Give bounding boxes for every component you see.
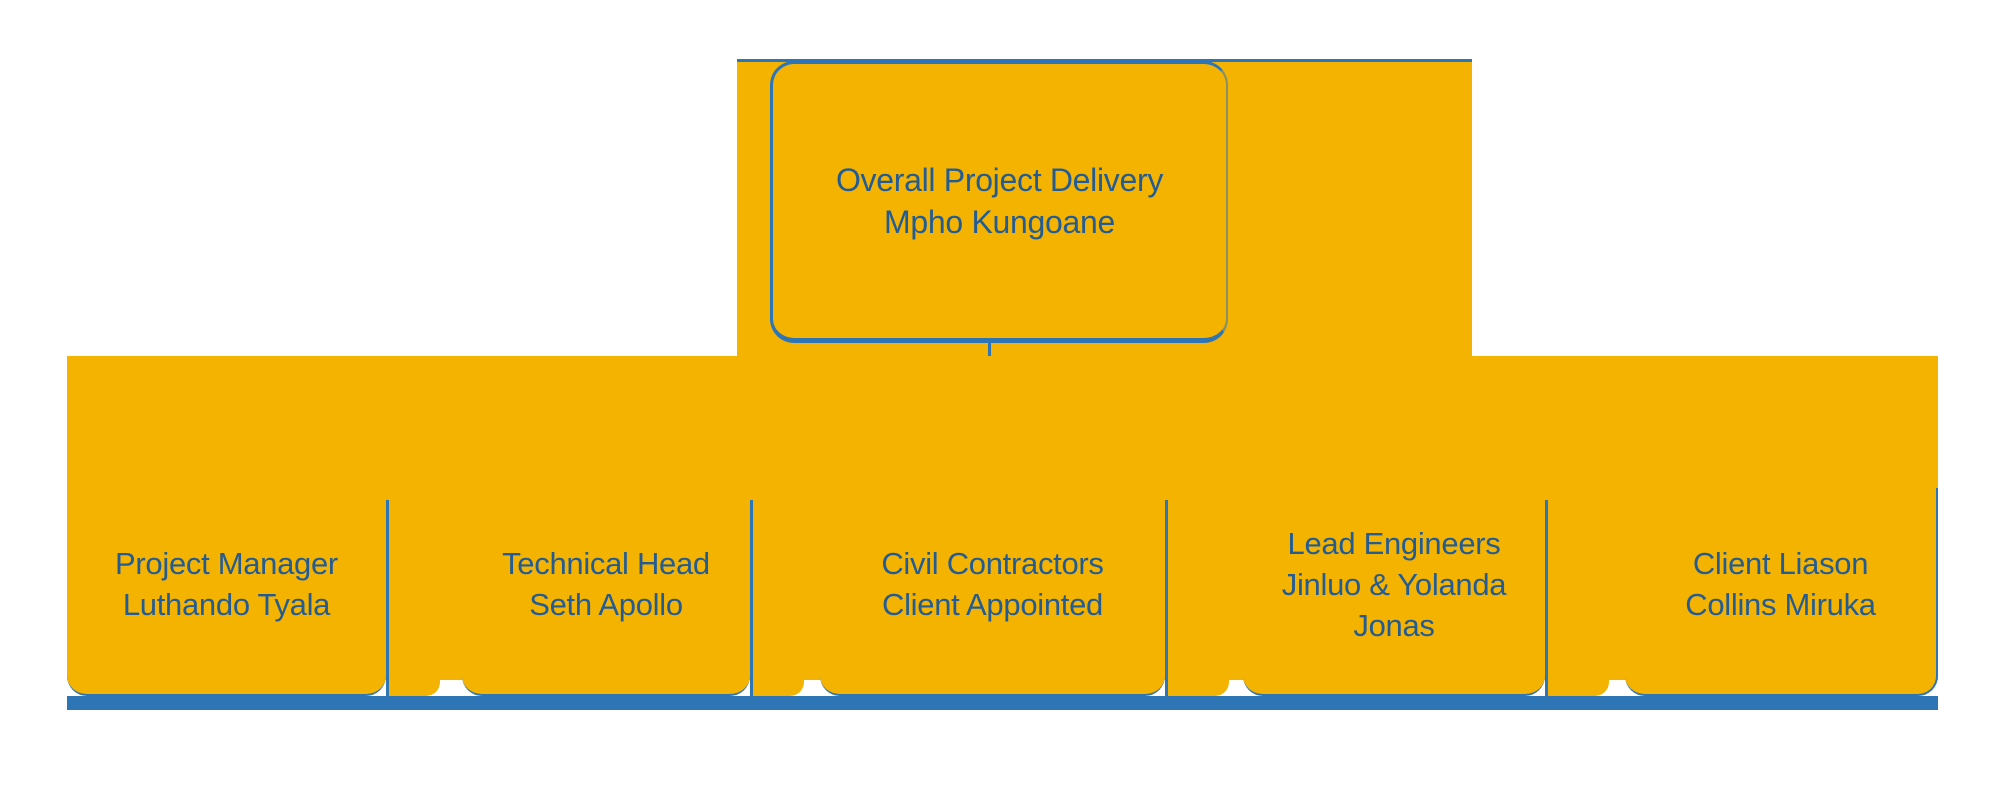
divider-tab-3 <box>1165 500 1229 696</box>
node-text: Civil Contractors Client Appointed <box>881 543 1104 625</box>
org-node-lead-engineers[interactable]: Lead Engineers Jinluo & Yolanda Jonas <box>1243 488 1545 696</box>
org-node-project-manager[interactable]: Project Manager Luthando Tyala <box>67 488 386 696</box>
divider-tab-1 <box>386 500 440 696</box>
node-text: Technical Head Seth Apollo <box>502 543 710 625</box>
person-label: Luthando Tyala <box>122 587 331 622</box>
person-label: Client Appointed <box>882 587 1103 622</box>
org-node-technical-head[interactable]: Technical Head Seth Apollo <box>462 488 750 696</box>
role-label: Project Manager <box>115 546 338 581</box>
node-text: Lead Engineers Jinluo & Yolanda Jonas <box>1251 523 1537 646</box>
role-label: Technical Head <box>502 546 710 581</box>
root-role-label: Overall Project Delivery <box>835 162 1164 198</box>
role-label: Lead Engineers <box>1287 525 1501 561</box>
person-label: Collins Miruka <box>1685 587 1876 622</box>
root-person-label: Mpho Kungoane <box>884 204 1115 240</box>
person-label: Seth Apollo <box>529 587 683 622</box>
org-node-root[interactable]: Overall Project Delivery Mpho Kungoane <box>770 61 1228 343</box>
node-text: Project Manager Luthando Tyala <box>115 543 338 625</box>
root-band-top-accent-line <box>737 59 1472 62</box>
org-node-client-liason[interactable]: Client Liason Collins Miruka <box>1625 488 1938 696</box>
role-label: Civil Contractors <box>881 546 1104 581</box>
node-text: Client Liason Collins Miruka <box>1685 543 1876 625</box>
person-label: Jinluo & Yolanda Jonas <box>1281 566 1507 643</box>
root-node-text: Overall Project Delivery Mpho Kungoane <box>836 159 1163 243</box>
bottom-accent-bar <box>67 696 1938 710</box>
divider-tab-2 <box>750 500 804 696</box>
divider-tab-4 <box>1545 500 1609 696</box>
org-node-civil-contractors[interactable]: Civil Contractors Client Appointed <box>820 488 1165 696</box>
role-label: Client Liason <box>1692 546 1869 581</box>
